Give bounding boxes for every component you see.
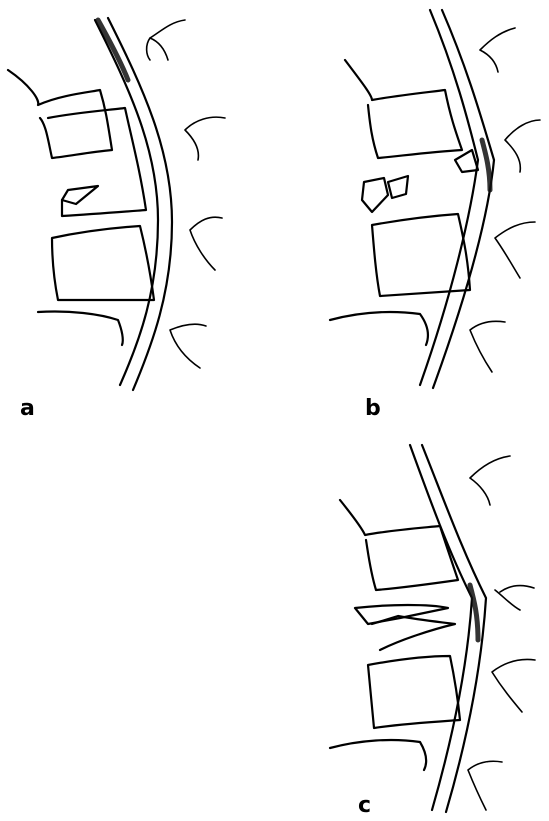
panel-c-posterior-element-2 bbox=[495, 586, 534, 610]
panel-c-posterior-element-4 bbox=[468, 761, 502, 810]
panel-b: b bbox=[330, 10, 540, 421]
panel-a: a bbox=[8, 18, 225, 421]
panel-b-label: b bbox=[365, 396, 381, 421]
panel-b-vertebral-body-4 bbox=[330, 312, 428, 345]
panel-a-posterior-element-2 bbox=[185, 117, 225, 160]
panel-b-posterior-element-2 bbox=[505, 120, 540, 172]
panel-c-posterior-element-3 bbox=[492, 660, 535, 713]
panel-c-posterior-element-1 bbox=[470, 456, 510, 505]
panel-a-vertebral-body-3 bbox=[52, 226, 154, 300]
panel-b-posterior-element-4 bbox=[470, 321, 505, 372]
panel-c: c bbox=[330, 445, 535, 818]
panel-b-retropulsed-fragment bbox=[455, 150, 478, 172]
panel-b-spinal-canal-anterior bbox=[420, 10, 478, 385]
panel-a-label: a bbox=[20, 396, 35, 421]
panel-b-posterior-element-1 bbox=[480, 28, 515, 72]
panel-a-vertebral-body-4 bbox=[38, 311, 123, 345]
panel-b-cord-kink-shading bbox=[482, 140, 490, 190]
panel-b-spinal-canal-posterior bbox=[433, 10, 494, 388]
panel-a-posterior-element-1 bbox=[147, 20, 185, 60]
panel-b-posterior-element-3 bbox=[495, 222, 535, 278]
panel-b-vertebral-body-1 bbox=[345, 60, 462, 158]
panel-b-comminuted-fragment-2 bbox=[388, 176, 408, 198]
panel-c-label: c bbox=[358, 793, 371, 818]
panel-a-posterior-element-3 bbox=[190, 217, 222, 270]
panel-c-vertebral-body-3 bbox=[368, 656, 460, 728]
panel-b-comminuted-fragment-1 bbox=[362, 178, 388, 212]
panel-a-wedge-fragment bbox=[62, 186, 98, 204]
panel-c-vertebral-body-1 bbox=[340, 500, 458, 590]
panel-a-posterior-element-4 bbox=[170, 324, 206, 368]
panel-c-vertebral-body-4 bbox=[330, 740, 426, 770]
panel-a-vertebral-body-1 bbox=[8, 70, 112, 158]
panel-c-compressed-vertebra-lower bbox=[372, 616, 455, 650]
panel-b-vertebral-body-3 bbox=[372, 214, 470, 296]
